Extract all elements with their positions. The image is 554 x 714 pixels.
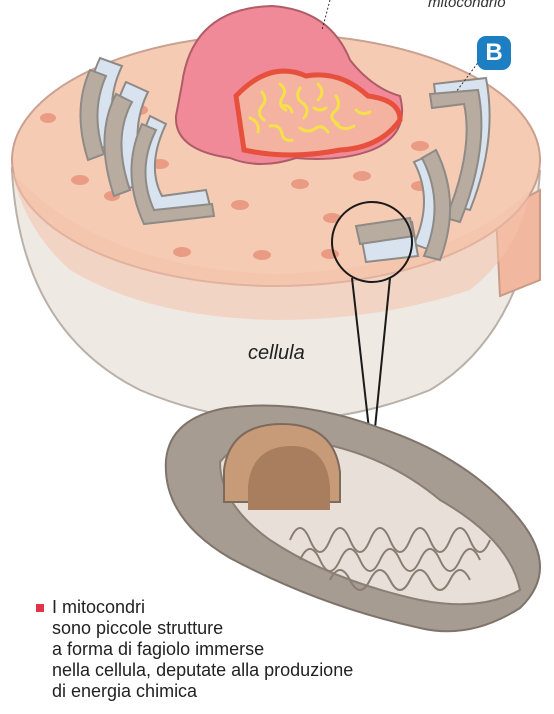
cell-label: cellula: [248, 342, 305, 365]
section-badge: B: [477, 36, 511, 70]
caption-line: a forma di fagiolo immerse: [36, 639, 456, 660]
caption-line: di energia chimica: [36, 681, 456, 702]
caption: I mitocondri sono piccole strutture a fo…: [36, 597, 456, 702]
bullet-marker: [36, 604, 44, 612]
caption-line: sono piccole strutture: [36, 618, 456, 639]
caption-line: nella cellula, deputate alla produzione: [36, 660, 456, 681]
caption-line: I mitocondri: [36, 597, 456, 618]
mitochondrion-label: mitocondrio: [428, 0, 506, 11]
nucleus: [176, 6, 402, 164]
